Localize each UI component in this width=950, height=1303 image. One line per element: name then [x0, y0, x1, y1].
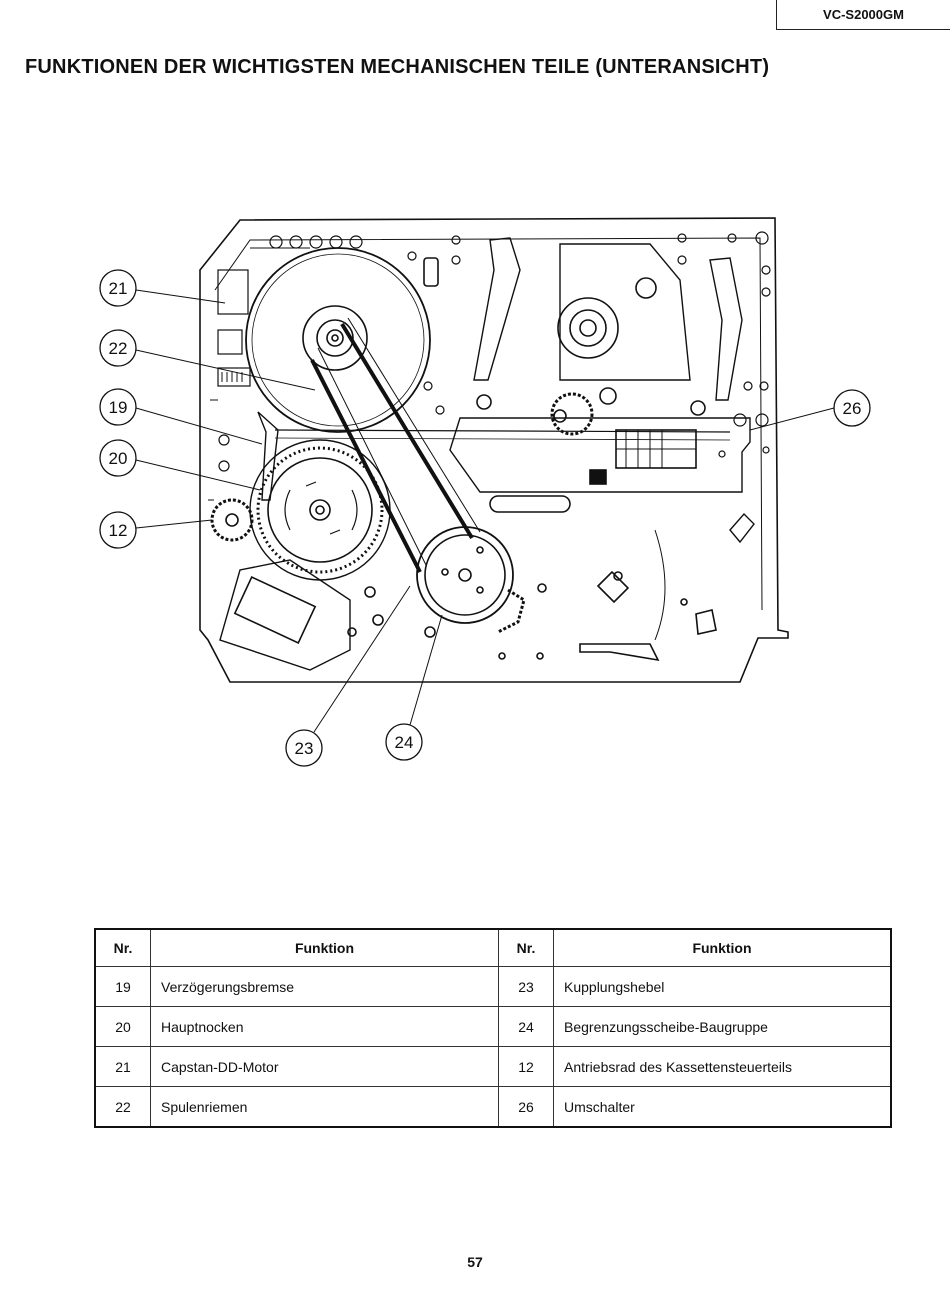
callout-circles	[99, 269, 871, 767]
table-header-row: Nr. Funktion Nr. Funktion	[94, 928, 892, 967]
column-header-funktion: Funktion	[553, 928, 892, 967]
mechanism-diagram: 21 22 19 20 12 26 23 24	[90, 200, 910, 780]
callout-circle-26	[833, 389, 871, 427]
part-function: Hauptnocken	[150, 1006, 499, 1047]
part-number: 12	[498, 1046, 554, 1087]
column-header-nr: Nr.	[498, 928, 554, 967]
table-row: 19 Verzögerungsbremse 23 Kupplungshebel	[94, 966, 892, 1007]
callout-20: 20	[109, 449, 128, 468]
chassis-outline	[199, 217, 789, 683]
part-function: Verzögerungsbremse	[150, 966, 499, 1007]
limiter-disc	[416, 526, 514, 624]
page-title: FUNKTIONEN DER WICHTIGSTEN MECHANISCHEN …	[25, 56, 770, 78]
mounting-holes	[218, 231, 771, 472]
part-number: 20	[94, 1006, 151, 1047]
part-function: Antriebsrad des Kassettensteuerteils	[553, 1046, 892, 1087]
callout-circle-12	[99, 511, 137, 549]
page-number: 57	[467, 1254, 483, 1270]
table-row: 22 Spulenriemen 26 Umschalter	[94, 1086, 892, 1128]
callout-circle-20	[99, 439, 137, 477]
part-function: Umschalter	[553, 1086, 892, 1128]
part-number: 26	[498, 1086, 554, 1128]
reel-belt	[310, 322, 474, 573]
callout-22: 22	[109, 339, 128, 358]
callout-circle-24	[385, 723, 423, 761]
callout-circle-19	[99, 388, 137, 426]
callout-26: 26	[843, 399, 862, 418]
callout-circle-23	[285, 729, 323, 767]
capstan-motor	[245, 247, 431, 433]
callout-19: 19	[109, 398, 128, 417]
leader-lines	[135, 289, 835, 733]
slow-brake	[257, 411, 279, 501]
part-function: Begrenzungsscheibe-Baugruppe	[553, 1006, 892, 1047]
callout-circle-22	[99, 329, 137, 367]
part-function: Kupplungshebel	[553, 966, 892, 1007]
part-function: Capstan-DD-Motor	[150, 1046, 499, 1087]
parts-function-table: Nr. Funktion Nr. Funktion 19 Verzögerung…	[94, 928, 892, 1128]
main-cam-gear	[249, 439, 391, 581]
model-number-box: VC-S2000GM	[776, 0, 950, 30]
callout-12: 12	[109, 521, 128, 540]
column-header-nr: Nr.	[94, 928, 151, 967]
part-function: Spulenriemen	[150, 1086, 499, 1128]
callout-21: 21	[109, 279, 128, 298]
part-number: 21	[94, 1046, 151, 1087]
part-number: 19	[94, 966, 151, 1007]
callout-24: 24	[395, 733, 414, 752]
table-row: 20 Hauptnocken 24 Begrenzungsscheibe-Bau…	[94, 1006, 892, 1047]
part-number: 23	[498, 966, 554, 1007]
part-number: 22	[94, 1086, 151, 1128]
callout-circle-21	[99, 269, 137, 307]
clutch-lever	[219, 559, 351, 671]
part-number: 24	[498, 1006, 554, 1047]
table-row: 21 Capstan-DD-Motor 12 Antriebsrad des K…	[94, 1046, 892, 1087]
cassette-drive-gear	[210, 498, 254, 542]
callout-23: 23	[295, 739, 314, 758]
column-header-funktion: Funktion	[150, 928, 499, 967]
